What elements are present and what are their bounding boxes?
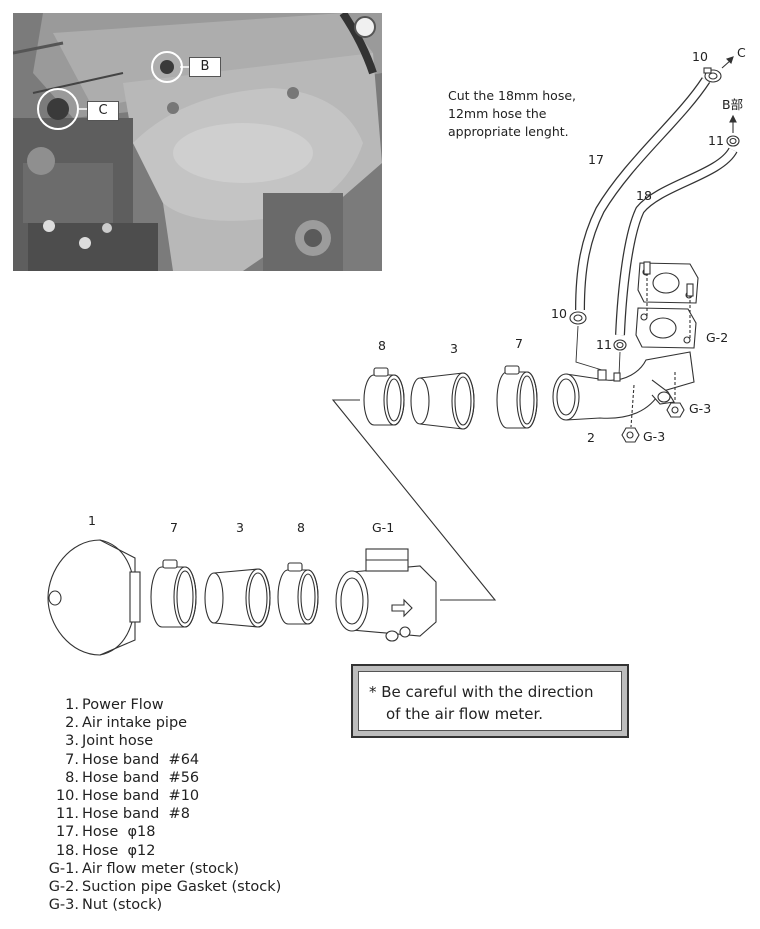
legend-row: 18.Hose φ12 bbox=[43, 842, 281, 860]
legend-text: Hose band #10 bbox=[82, 788, 200, 805]
label-17: 17 bbox=[588, 152, 604, 167]
label-10-top: 10 bbox=[692, 49, 708, 64]
power-flow-filter-1 bbox=[47, 539, 141, 656]
note-line-1: Cut the 18mm hose, bbox=[448, 88, 576, 103]
legend-text: Hose band #8 bbox=[82, 806, 190, 823]
nut-g3-bottom bbox=[621, 427, 640, 443]
label-arrow-c: C bbox=[737, 45, 746, 60]
caution-line-1: * Be careful with the direction bbox=[369, 683, 594, 701]
label-7-bottom: 7 bbox=[170, 520, 178, 535]
legend-row: 11.Hose band #8 bbox=[43, 805, 281, 823]
legend-number: 17. bbox=[55, 824, 79, 841]
legend-number: 18. bbox=[55, 842, 79, 859]
air-flow-meter-g1 bbox=[335, 548, 437, 642]
label-8-bottom: 8 bbox=[297, 520, 305, 535]
label-11-top: 11 bbox=[708, 133, 724, 148]
label-7-top: 7 bbox=[515, 336, 523, 351]
label-g2: G-2 bbox=[706, 330, 729, 345]
label-g1: G-1 bbox=[372, 520, 395, 535]
legend-number: 10. bbox=[55, 788, 79, 805]
legend-row: 8.Hose band #56 bbox=[43, 769, 281, 787]
legend-text: Air flow meter (stock) bbox=[82, 860, 240, 877]
caution-box: * Be careful with the direction of the a… bbox=[351, 664, 629, 738]
hose-band-10-mid bbox=[569, 311, 587, 325]
air-intake-pipe-2 bbox=[552, 351, 695, 421]
hose-band-8-lower bbox=[277, 562, 319, 625]
hose-band-11-top bbox=[726, 135, 740, 147]
legend-text: Hose φ18 bbox=[82, 824, 156, 841]
legend-number: 1. bbox=[65, 697, 79, 713]
legend-text: Suction pipe Gasket (stock) bbox=[82, 879, 282, 896]
hose-band-10-top bbox=[703, 67, 722, 83]
legend-text: Air intake pipe bbox=[82, 715, 188, 732]
photo-callout-b: B bbox=[189, 57, 221, 77]
legend-number: G-2. bbox=[48, 879, 79, 896]
legend-number: G-1. bbox=[48, 860, 79, 877]
label-11-mid: 11 bbox=[596, 337, 612, 352]
legend-text: Power Flow bbox=[82, 697, 164, 713]
note-line-2: 12mm hose the bbox=[448, 106, 547, 121]
label-3-bottom: 3 bbox=[236, 520, 244, 535]
legend-row: G-3.Nut (stock) bbox=[43, 896, 281, 914]
note-line-3: appropriate lenght. bbox=[448, 124, 569, 139]
hose-band-7-lower bbox=[150, 559, 197, 628]
legend-number: 2. bbox=[65, 715, 79, 732]
legend-row: G-1.Air flow meter (stock) bbox=[43, 860, 281, 878]
legend-number: G-3. bbox=[48, 897, 79, 914]
legend-text: Hose φ12 bbox=[82, 842, 156, 859]
hose-17 bbox=[575, 77, 711, 311]
hose-band-11-mid bbox=[613, 339, 627, 351]
legend-text: Hose band #64 bbox=[82, 751, 200, 768]
hose-band-8-upper bbox=[363, 367, 405, 426]
legend-row: 7.Hose band #64 bbox=[43, 751, 281, 769]
label-g3-bottom: G-3 bbox=[643, 429, 666, 444]
label-3-top: 3 bbox=[450, 341, 458, 356]
legend-row: 17.Hose φ18 bbox=[43, 823, 281, 841]
legend-row: 3.Joint hose bbox=[43, 732, 281, 750]
legend-number: 3. bbox=[65, 733, 79, 750]
hose-band-7-upper bbox=[496, 365, 538, 429]
gasket-g2-upper bbox=[637, 262, 699, 304]
label-18: 18 bbox=[636, 188, 652, 203]
legend-row: 10.Hose band #10 bbox=[43, 787, 281, 805]
label-10-mid: 10 bbox=[551, 306, 567, 321]
joint-hose-3-upper bbox=[410, 372, 475, 430]
label-2: 2 bbox=[587, 430, 595, 445]
hose-18 bbox=[615, 147, 738, 336]
connector-line bbox=[331, 399, 497, 601]
legend-number: 8. bbox=[65, 769, 79, 786]
legend-row: 2.Air intake pipe bbox=[43, 714, 281, 732]
label-g3-right: G-3 bbox=[689, 401, 712, 416]
parts-legend: 1.Power Flow 2.Air intake pipe 3.Joint h… bbox=[43, 696, 282, 914]
joint-hose-3-lower bbox=[204, 568, 271, 628]
nut-g3-right bbox=[666, 402, 685, 418]
legend-number: 11. bbox=[55, 806, 79, 823]
photo-callout-c: C bbox=[87, 101, 119, 121]
legend-text: Nut (stock) bbox=[82, 897, 163, 914]
engine-bay-illustration bbox=[13, 13, 382, 271]
legend-number: 7. bbox=[65, 751, 79, 768]
legend-row: 1.Power Flow bbox=[43, 696, 281, 714]
engine-bay-photo: B C bbox=[13, 13, 382, 271]
cut-hose-note: Cut the 18mm hose, 12mm hose the appropr… bbox=[448, 87, 576, 141]
legend-row: G-2.Suction pipe Gasket (stock) bbox=[43, 878, 282, 896]
label-1: 1 bbox=[88, 513, 96, 528]
legend-text: Hose band #56 bbox=[82, 769, 200, 786]
legend-text: Joint hose bbox=[82, 733, 154, 750]
label-8-top: 8 bbox=[378, 338, 386, 353]
gasket-g2-lower bbox=[635, 307, 697, 349]
label-b-bu: B部 bbox=[722, 97, 744, 112]
caution-line-2: of the air flow meter. bbox=[386, 705, 544, 723]
